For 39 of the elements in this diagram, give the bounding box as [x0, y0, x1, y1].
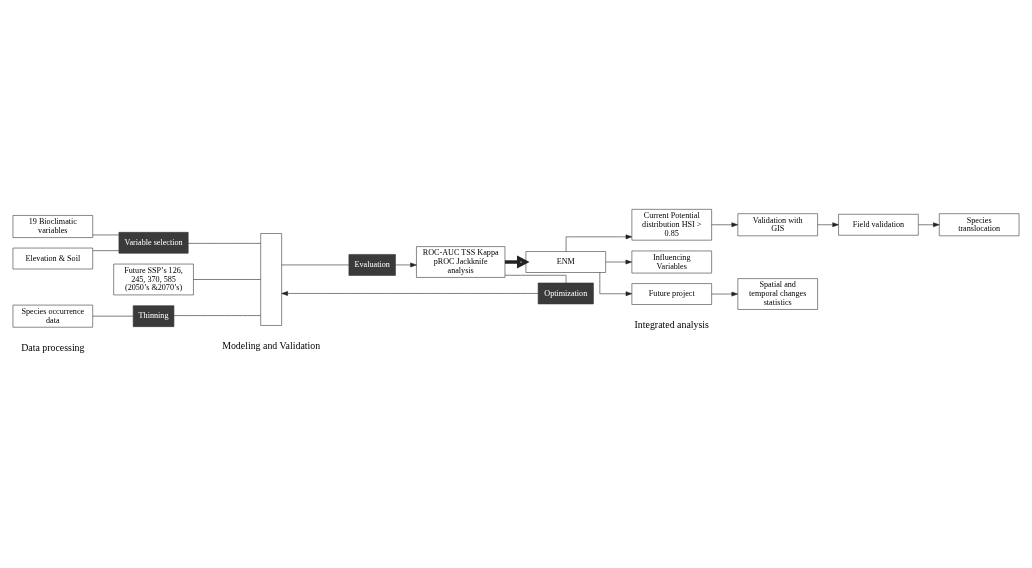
connector: [281, 264, 350, 266]
connector: [193, 279, 261, 280]
node-box: ENM: [525, 251, 606, 273]
node-box: Future project: [631, 283, 712, 305]
connector: [504, 274, 567, 284]
node-box: Elevation & Soil: [12, 247, 93, 270]
connector: [187, 243, 261, 244]
node-box: Spatial and temporal changes statistics: [737, 278, 818, 310]
node-box: Future SSP’s 126, 245, 370, 585 (2050’s &2070’s): [113, 263, 194, 296]
node-box: ROC-AUC TSS Kappa pROC Jackknife analysis: [416, 246, 506, 278]
arrow: [281, 291, 539, 296]
connector: [173, 315, 261, 316]
node-box: Thinning: [132, 305, 175, 327]
connector: [92, 315, 134, 317]
arrow: [395, 262, 417, 268]
node-box: Variable selection: [118, 232, 189, 254]
arrow: [918, 222, 940, 228]
label: Modeling and Validation: [222, 339, 321, 351]
arrow: [599, 272, 633, 297]
arrow: [711, 291, 738, 297]
node-box: Validation with GIS: [737, 213, 818, 237]
label: Data processing: [21, 341, 85, 353]
arrow: [504, 255, 530, 269]
node-box: Species translocation: [939, 213, 1020, 237]
arrow: [565, 234, 633, 252]
node-box: Field validation: [838, 214, 919, 236]
label: Integrated analysis: [634, 318, 709, 330]
connector: [92, 234, 120, 236]
node-box: Influencing Variables: [631, 250, 712, 274]
node-box: Optimization: [537, 282, 594, 305]
arrow: [605, 259, 632, 265]
node-box: [260, 233, 282, 326]
node-box: 19 Bioclimatic variables: [12, 215, 93, 238]
node-box: Current Potential distribution HSI > 0.85: [631, 209, 712, 241]
arrow: [711, 222, 738, 228]
node-box: Evaluation: [348, 254, 396, 276]
node-box: Species occurrence data: [12, 304, 93, 328]
arrow: [817, 222, 839, 228]
connector: [92, 250, 120, 251]
